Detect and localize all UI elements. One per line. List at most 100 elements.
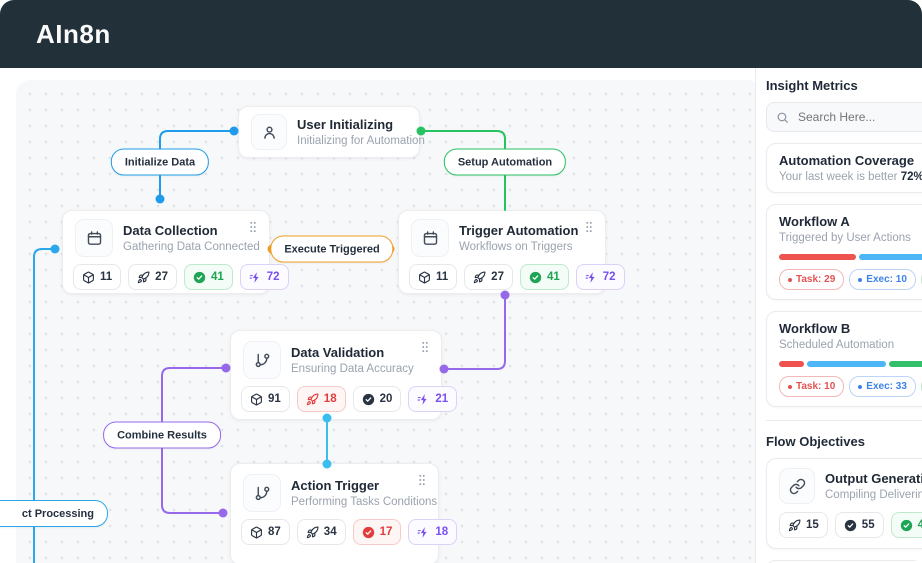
node-trigger-automation[interactable]: Trigger Automation Workflows on Triggers… (398, 210, 625, 294)
card-subtitle: Compiling Delivering (825, 489, 922, 501)
cube-icon (250, 393, 263, 406)
top-header-bar: AIn8n (0, 0, 922, 68)
check-circle-icon (900, 519, 913, 532)
status-badge: 27 (464, 264, 513, 290)
person-icon (251, 114, 287, 150)
status-badge: 41 (183, 264, 233, 290)
status-badge: 21 (408, 386, 458, 412)
rocket-icon (137, 271, 150, 284)
node-user-initializing[interactable]: User Initializing Initializing for Autom… (238, 106, 425, 158)
status-badge: 41 (519, 264, 569, 290)
bolt-icon (417, 526, 430, 539)
progress-segment (889, 361, 922, 367)
node-title: Action Trigger (291, 478, 380, 493)
calendar-icon (75, 219, 113, 257)
bolt-icon (417, 393, 430, 406)
calendar-icon (411, 219, 449, 257)
card-title: Workflow B (779, 321, 851, 336)
insight-metrics-panel: Insight Metrics Automation Coverage Your… (755, 68, 922, 563)
bolt-icon (585, 271, 598, 284)
dot-icon (858, 384, 863, 389)
card-subtitle: Your last week is better 72% (779, 171, 922, 183)
task-count-badge: Task: 10 (779, 376, 845, 397)
node-subtitle: Initializing for Automation (297, 135, 425, 147)
drag-handle-icon[interactable] (418, 340, 432, 354)
task-count-badge: Task: 29 (779, 269, 845, 290)
bolt-icon (249, 271, 262, 284)
search-input[interactable] (796, 109, 920, 125)
status-badge: 27 (128, 264, 177, 290)
progress-segment (807, 361, 887, 367)
node-title: Data Validation (291, 345, 385, 360)
status-badge: 72 (239, 264, 289, 290)
output-generation-card: Output Generation Compiling Delivering 1… (766, 458, 922, 549)
dot-icon (788, 384, 792, 389)
workflow-b-card: Workflow B Scheduled Automation Task: 10… (766, 311, 922, 407)
status-badge: 72 (575, 264, 625, 290)
exec-count-badge: Exec: 10 (849, 269, 916, 290)
drag-handle-icon[interactable] (582, 220, 596, 234)
connection-label-processing[interactable]: ct Processing (0, 500, 108, 527)
connection-label-combine-results[interactable]: Combine Results (103, 421, 221, 449)
sidebar-title: Insight Metrics (766, 78, 858, 93)
node-data-validation[interactable]: Data Validation Ensuring Data Accuracy 9… (230, 330, 458, 420)
node-action-trigger[interactable]: Action Trigger Performing Tasks Conditio… (230, 463, 458, 563)
status-badge: 34 (296, 519, 346, 545)
rocket-icon (306, 393, 319, 406)
status-badge: 11 (409, 264, 458, 290)
status-badge: 15 (779, 512, 828, 538)
dot-icon (858, 277, 863, 282)
node-subtitle: Workflows on Triggers (459, 241, 573, 253)
dot-icon (788, 277, 792, 282)
cube-icon (418, 271, 431, 284)
connection-label-execute-triggered[interactable]: Execute Triggered (270, 235, 394, 263)
progress-segment (779, 361, 805, 367)
sidebar-divider (766, 420, 922, 421)
cube-icon (82, 271, 95, 284)
branch-icon (243, 474, 281, 512)
progress-segment (859, 254, 922, 260)
node-data-collection[interactable]: Data Collection Gathering Data Connected… (62, 210, 289, 294)
drag-handle-icon[interactable] (415, 473, 429, 487)
node-title: Trigger Automation (459, 223, 579, 238)
workflow-a-progress-bar (779, 254, 922, 260)
node-subtitle: Performing Tasks Conditions (291, 496, 438, 508)
node-title: User Initializing (297, 117, 394, 132)
rocket-icon (473, 271, 486, 284)
link-icon (779, 468, 815, 504)
status-badge: 55 (834, 512, 884, 538)
status-badge: 18 (296, 386, 346, 412)
workflow-b-progress-bar (779, 361, 922, 367)
status-badge: 91 (241, 386, 290, 412)
check-circle-icon (362, 393, 375, 406)
rocket-icon (306, 526, 319, 539)
check-circle-icon (193, 271, 206, 284)
drag-handle-icon[interactable] (246, 220, 260, 234)
coverage-percent: 72% (900, 171, 922, 183)
card-title: Output Generation (825, 471, 922, 486)
node-subtitle: Gathering Data Connected (123, 241, 260, 253)
workflow-a-card: Workflow A Triggered by User Actions Tas… (766, 204, 922, 300)
node-subtitle: Ensuring Data Accuracy (291, 363, 414, 375)
status-badge: 11 (73, 264, 122, 290)
search-input-wrap[interactable] (766, 102, 922, 132)
progress-segment (779, 254, 857, 260)
app-logo: AIn8n (36, 18, 111, 49)
status-badge: 18 (408, 519, 458, 545)
check-circle-icon (362, 526, 375, 539)
flow-objectives-title: Flow Objectives (766, 434, 865, 449)
automation-coverage-card: Automation Coverage Your last week is be… (766, 143, 922, 193)
exec-count-badge: Exec: 33 (849, 376, 916, 397)
card-title: Workflow A (779, 214, 850, 229)
status-badge: 41 (890, 512, 922, 538)
check-circle-icon (844, 519, 857, 532)
branch-icon (243, 341, 281, 379)
status-badge: 17 (352, 519, 402, 545)
connection-label-setup-automation[interactable]: Setup Automation (443, 148, 567, 176)
card-subtitle: Scheduled Automation (779, 339, 895, 351)
search-icon (776, 111, 789, 124)
connection-label-initialize-data[interactable]: Initialize Data (110, 148, 210, 176)
status-badge: 87 (241, 519, 290, 545)
rocket-icon (788, 519, 801, 532)
